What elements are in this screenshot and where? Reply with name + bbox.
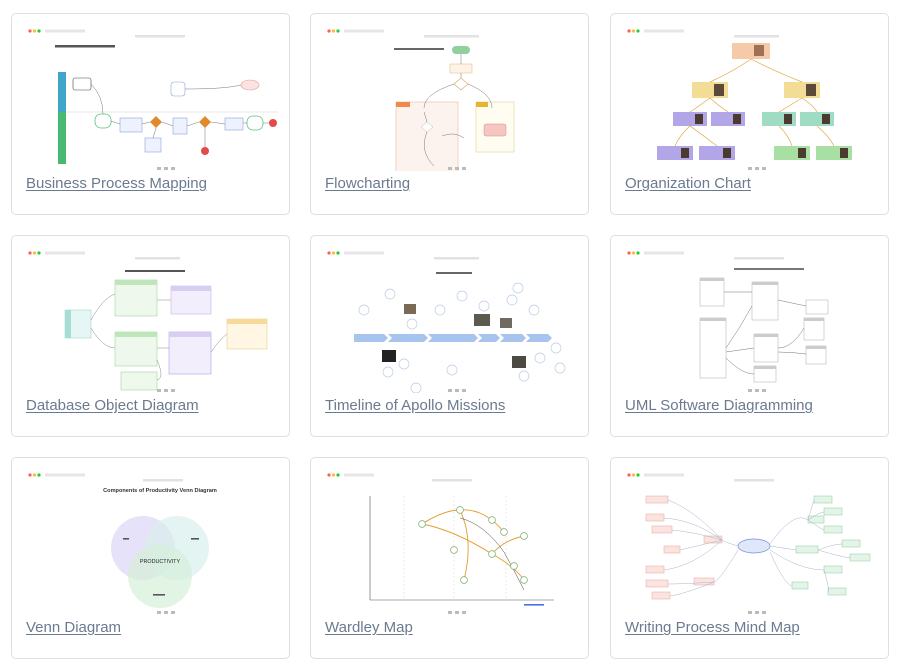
card-title[interactable]: Timeline of Apollo Missions [325, 397, 506, 414]
card-title[interactable]: Organization Chart [625, 175, 751, 192]
org-chart-diagram-thumbnail[interactable] [624, 26, 877, 171]
template-card-venn-diagram[interactable]: Components of Productivity Venn Diagram … [11, 457, 290, 659]
uml-diagram-thumbnail[interactable] [624, 248, 877, 393]
template-card-wardley-map[interactable]: Wardley Map [310, 457, 589, 659]
venn-diagram-thumbnail[interactable]: Components of Productivity Venn Diagram … [25, 470, 278, 615]
timeline-diagram-thumbnail[interactable] [324, 248, 577, 393]
card-title[interactable]: Writing Process Mind Map [625, 619, 800, 636]
template-card-organization-chart[interactable]: Organization Chart [610, 13, 889, 215]
venn-center-label: PRODUCTIVITY [140, 559, 181, 565]
mind-map-thumbnail[interactable] [624, 470, 877, 615]
card-title[interactable]: UML Software Diagramming [625, 397, 813, 414]
template-card-database-object-diagram[interactable]: Database Object Diagram [11, 235, 290, 437]
card-title[interactable]: Venn Diagram [26, 619, 122, 636]
card-title[interactable]: Database Object Diagram [26, 397, 199, 414]
template-card-mind-map[interactable]: Writing Process Mind Map [610, 457, 889, 659]
template-card-flowcharting[interactable]: Flowcharting [310, 13, 589, 215]
venn-title: Components of Productivity Venn Diagram [103, 488, 217, 494]
business-process-diagram-thumbnail[interactable] [25, 26, 278, 171]
card-title[interactable]: Flowcharting [325, 175, 411, 192]
template-card-timeline-apollo[interactable]: Timeline of Apollo Missions [310, 235, 589, 437]
card-title[interactable]: Business Process Mapping [26, 175, 207, 192]
card-title[interactable]: Wardley Map [325, 619, 413, 636]
wardley-map-thumbnail[interactable] [324, 470, 577, 615]
template-card-business-process-mapping[interactable]: Business Process Mapping [11, 13, 290, 215]
database-diagram-thumbnail[interactable] [25, 248, 278, 393]
template-card-uml-software[interactable]: UML Software Diagramming [610, 235, 889, 437]
flowchart-diagram-thumbnail[interactable] [324, 26, 577, 171]
